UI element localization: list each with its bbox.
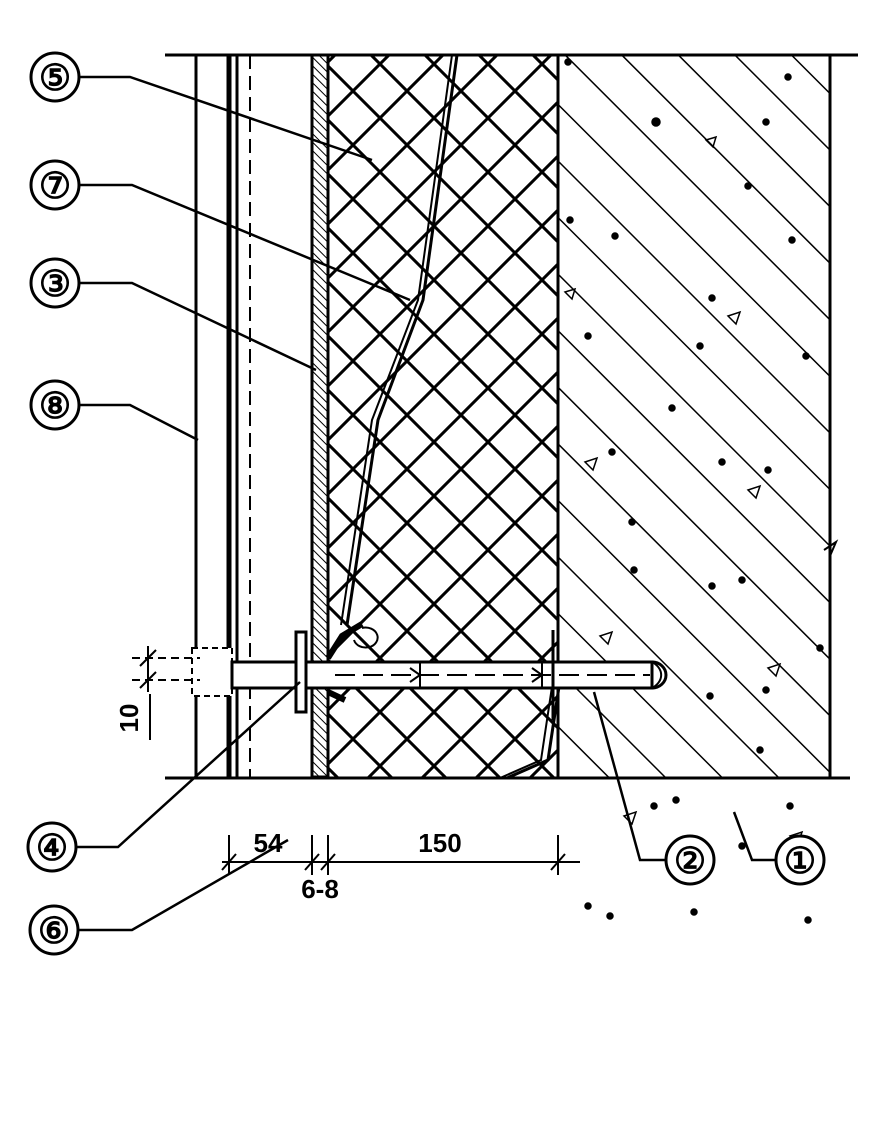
callout-2: ② [664, 834, 716, 886]
callout-3: ③ [29, 257, 81, 309]
callout-4: ④ [26, 821, 78, 873]
callout-8: ⑧ [29, 379, 81, 431]
tie-wire [340, 54, 562, 780]
callout-6-label: ⑥ [38, 910, 70, 952]
dimension-150-label: 150 [418, 828, 461, 858]
callout-4-label: ④ [36, 827, 68, 869]
leader-lines [76, 75, 776, 932]
callout-8-label: ⑧ [39, 385, 71, 427]
callout-5: ⑤ [29, 51, 81, 103]
anchor-bolt [191, 621, 668, 720]
callout-7-label: ⑦ [39, 165, 71, 207]
dimension-54-label: 54 [254, 828, 283, 858]
callout-3-label: ③ [39, 263, 71, 305]
callout-1-label: ① [784, 840, 816, 882]
dimension-6-8-label: 6-8 [301, 874, 339, 904]
dimension-10 [132, 646, 200, 692]
callout-1: ① [774, 834, 826, 886]
dimension-10-label: 10 [114, 704, 144, 733]
callout-5-label: ⑤ [39, 57, 71, 99]
callout-7: ⑦ [29, 159, 81, 211]
board-layer [310, 53, 330, 779]
break-mark [823, 539, 839, 557]
dimension-chain [221, 835, 580, 875]
callout-6: ⑥ [28, 904, 80, 956]
callout-2-label: ② [674, 840, 706, 882]
concrete-wall [556, 55, 832, 924]
